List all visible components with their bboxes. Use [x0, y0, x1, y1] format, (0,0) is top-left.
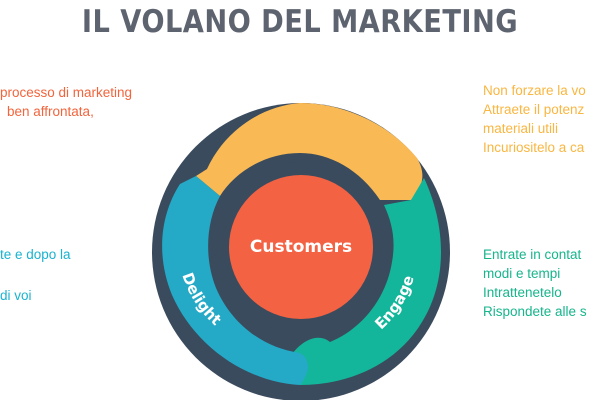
note-line: Incuriositelo a ca: [483, 140, 585, 155]
note-line: Attraete il potenz: [483, 102, 585, 117]
segment-label-attract: Attract: [267, 69, 332, 91]
note-line: processo di marketing: [0, 85, 133, 100]
note-line: Non forzare la vo: [483, 83, 586, 98]
note-top-right: Non forzare la vo Attraete il potenz mat…: [483, 81, 586, 157]
note-line: materiali utili: [483, 121, 559, 136]
segment-delight: [162, 176, 308, 385]
center-circle: [229, 175, 373, 319]
note-line: te e dopo la: [0, 247, 71, 262]
note-top-left: processo di marketing ben affrontata,: [0, 83, 132, 121]
note-line: Entrate in contat: [483, 247, 582, 262]
page-title: IL VOLANO DEL MARKETING: [81, 4, 519, 40]
note-line: modi e tempi: [483, 266, 561, 281]
segment-label-attract-path: Attract: [267, 69, 332, 91]
center-label: Customers: [250, 237, 352, 257]
note-bottom-right: Entrate in contat modi e tempi Intratten…: [483, 245, 587, 321]
note-line: Intrattenetelo: [483, 285, 562, 300]
note-line: Rispondete alle s: [483, 304, 587, 319]
note-line: ben affrontata,: [7, 104, 94, 119]
note-line: di voi: [0, 288, 32, 303]
segment-attract: [196, 103, 423, 200]
segment-engage: [288, 178, 441, 385]
note-bottom-left: te e dopo la di voi: [0, 245, 71, 305]
